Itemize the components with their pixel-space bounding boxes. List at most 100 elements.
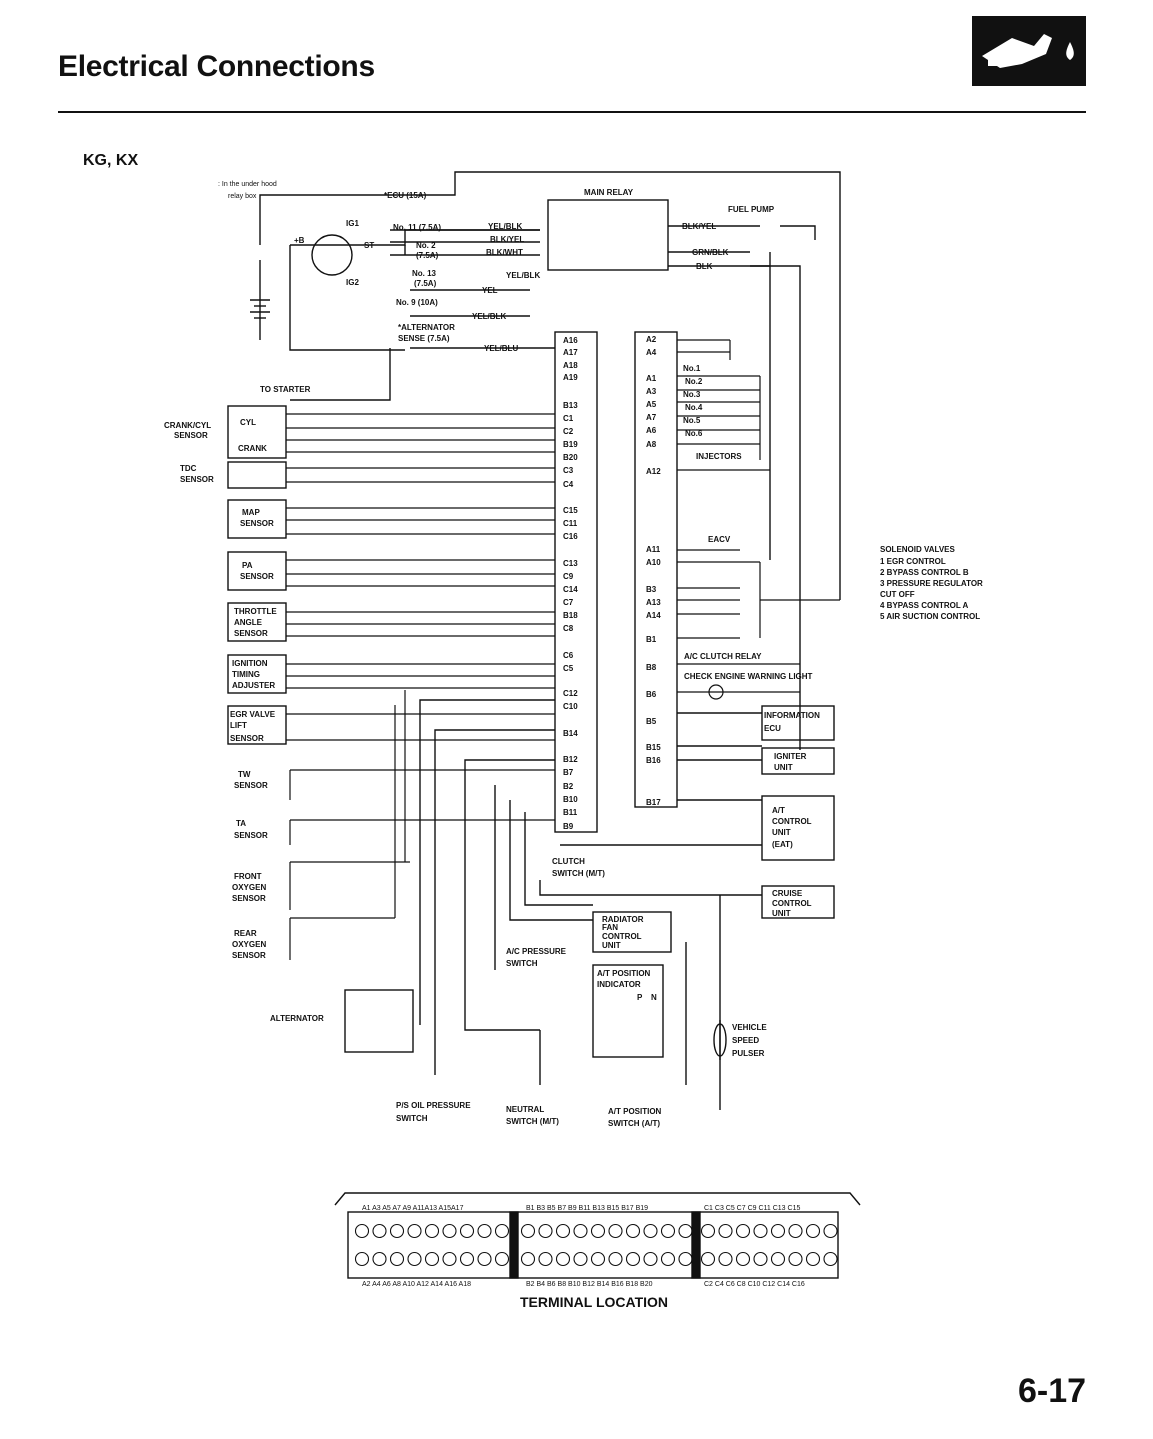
ig2-label: IG2	[346, 278, 359, 287]
rear-o2-label: REAR	[234, 929, 257, 938]
terminal-hole	[573, 1251, 588, 1267]
terminal-hole	[555, 1251, 571, 1267]
rear-o2-sensor-label: SENSOR	[232, 951, 266, 960]
terminal-hole	[805, 1251, 821, 1267]
fuse-no13: No. 13	[412, 269, 437, 278]
ecu-pin-a8: A8	[646, 440, 657, 449]
n-label: N	[651, 993, 657, 1002]
ecu-pin-c11: C11	[563, 519, 578, 528]
map-sensor-label: SENSOR	[240, 519, 274, 528]
ta-label: TA	[236, 819, 246, 828]
ecu-pin-a2: A2	[646, 335, 657, 344]
front-o2-sensor-label: SENSOR	[232, 894, 266, 903]
throttle-label: THROTTLE	[234, 607, 277, 616]
terminal-hole	[678, 1251, 693, 1267]
ecu-pin-c16: C16	[563, 532, 578, 541]
front-oxygen-label: OXYGEN	[232, 883, 266, 892]
terminal-hole	[494, 1251, 510, 1267]
at-control-label-3: UNIT	[772, 828, 791, 837]
main-relay-label: MAIN RELAY	[584, 188, 634, 197]
ecu-pin-a13: A13	[646, 598, 661, 607]
terminal-hole	[590, 1223, 606, 1239]
terminal-hole	[770, 1251, 786, 1267]
info-ecu-label-2: ECU	[764, 724, 781, 733]
wire-grnblk: GRN/BLK	[692, 248, 729, 257]
terminal-hole	[660, 1251, 676, 1267]
fuse-no13-rating: (7.5A)	[414, 279, 437, 288]
wire-yelblk3: YEL/BLK	[472, 312, 506, 321]
ecu-pin-a11: A11	[646, 545, 661, 554]
ecu-pin-c14: C14	[563, 585, 578, 594]
ecu-pin-c7: C7	[563, 598, 574, 607]
tw-sensor-label: SENSOR	[234, 781, 268, 790]
at-indicator-label: A/T POSITION	[597, 969, 651, 978]
ecu-pin-b6: B6	[646, 690, 657, 699]
map-label: MAP	[242, 508, 260, 517]
terminal-hole	[477, 1251, 492, 1267]
terminal-bot-b: B2 B4 B6 B8 B10 B12 B14 B16 B18 B20	[526, 1281, 653, 1288]
terminal-location-title: TERMINAL LOCATION	[520, 1294, 669, 1310]
front-o2-label: FRONT	[234, 872, 262, 881]
egr-valve-label: EGR VALVE	[230, 710, 276, 719]
ecu-pin-b17: B17	[646, 798, 661, 807]
terminal-top-b: B1 B3 B5 B7 B9 B11 B13 B15 B17 B19	[526, 1205, 648, 1212]
wire-blkwht: BLK/WHT	[486, 248, 523, 257]
note-relaybox: relay box	[228, 193, 257, 200]
terminal-hole	[643, 1223, 658, 1239]
rear-oxygen-label: OXYGEN	[232, 940, 266, 949]
at-control-label: A/T	[772, 806, 785, 815]
terminal-hole	[788, 1223, 803, 1239]
ecu-pin-a4: A4	[646, 348, 657, 357]
solenoid-item-3: 3 PRESSURE REGULATOR	[880, 579, 983, 588]
ecu-pin-a18: A18	[563, 361, 578, 370]
throttle-angle-label: ANGLE	[234, 618, 263, 627]
ignition-label: IGNITION	[232, 659, 268, 668]
ecu-pin-a12: A12	[646, 467, 661, 476]
wire-yel: YEL	[482, 286, 498, 295]
ecu-pin-c2: C2	[563, 427, 574, 436]
tdc-sensor-label: SENSOR	[180, 475, 214, 484]
ecu-left-pins: A16A17A18A19B13C1C2B19B20C3C4C15C11C16C1…	[563, 336, 578, 831]
ecu-pin-b10: B10	[563, 795, 578, 804]
at-position-switch-label: A/T POSITION	[608, 1107, 662, 1116]
ps-switch-label: P/S OIL PRESSURE	[396, 1101, 471, 1110]
wire-pump-blkyel: BLK/YEL	[682, 222, 716, 231]
terminal-bot-a: A2 A4 A6 A8 A10 A12 A14 A16 A18	[362, 1281, 471, 1288]
ecu-pin-b9: B9	[563, 822, 574, 831]
crank-cyl-sensor-label: SENSOR	[174, 431, 208, 440]
ecu-pin-c13: C13	[563, 559, 578, 568]
fuse-no2: No. 2	[416, 241, 436, 250]
ig1-label: IG1	[346, 219, 359, 228]
ecu-pin-b5: B5	[646, 717, 657, 726]
fuse-no11: No. 11 (7.5A)	[393, 223, 441, 232]
terminal-hole	[608, 1223, 623, 1239]
sensor-wire-bundle	[286, 413, 555, 960]
terminal-hole	[718, 1251, 733, 1267]
ecu-pin-b16: B16	[646, 756, 661, 765]
ecu-pin-c6: C6	[563, 651, 574, 660]
crank-cyl-label: CRANK/CYL	[164, 421, 211, 430]
crank-label: CRANK	[238, 444, 267, 453]
injectors-label: INJECTORS	[696, 452, 742, 461]
rad-fan-label-4: UNIT	[602, 941, 621, 950]
terminal-hole	[442, 1223, 457, 1239]
ecu-pin-c5: C5	[563, 664, 574, 673]
solenoid-item-5: 4 BYPASS CONTROL A	[880, 601, 969, 610]
wire-yelblk2: YEL/BLK	[506, 271, 540, 280]
tw-label: TW	[238, 770, 251, 779]
ecu-pin-b3: B3	[646, 585, 657, 594]
ecu-pin-b13: B13	[563, 401, 578, 410]
terminal-hole	[459, 1223, 475, 1239]
fuse-alt-sense: SENSE (7.5A)	[398, 334, 450, 343]
title-divider	[58, 111, 1086, 113]
terminal-hole	[735, 1251, 751, 1267]
terminal-hole	[424, 1223, 440, 1239]
pa-label: PA	[242, 561, 253, 570]
ecu-pin-a1: A1	[646, 374, 657, 383]
wire-yelblu: YEL/BLU	[484, 344, 518, 353]
ecu-pin-a3: A3	[646, 387, 657, 396]
terminal-hole	[753, 1223, 768, 1239]
info-ecu-label: INFORMATION	[764, 711, 820, 720]
at-position-switch-label-2: SWITCH (A/T)	[608, 1119, 660, 1128]
